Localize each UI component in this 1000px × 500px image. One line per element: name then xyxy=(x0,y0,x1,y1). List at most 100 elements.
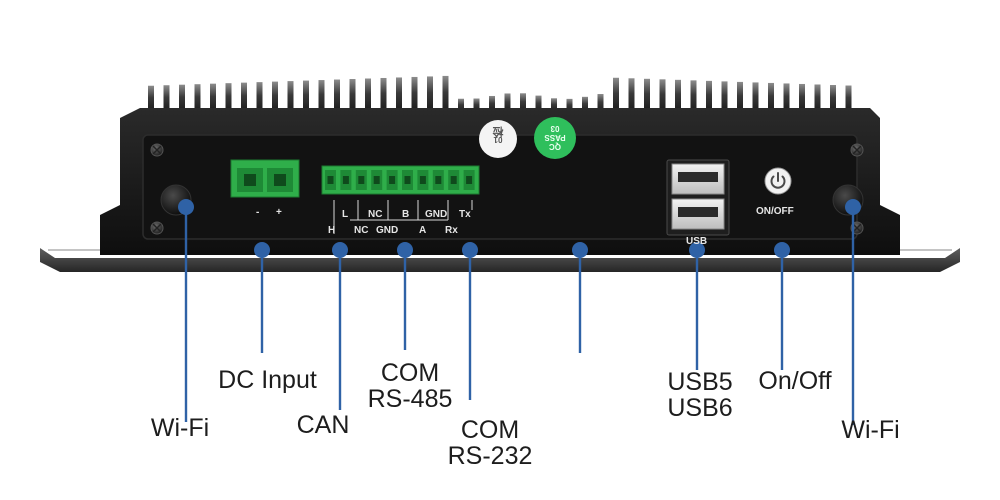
heatsink-fin xyxy=(287,81,294,112)
terminal-pin-hole xyxy=(373,176,380,184)
usb-ports xyxy=(666,159,730,236)
inspection-sticker-text: 01 检 xyxy=(492,125,504,144)
heatsink-fin xyxy=(225,83,232,112)
callout-com-rs232: COM RS-232 xyxy=(447,416,533,470)
terminal-label-rx: Rx xyxy=(445,225,458,236)
terminal-pin-hole xyxy=(358,176,365,184)
power-icon xyxy=(770,175,786,189)
heatsink-fin xyxy=(179,84,185,112)
heatsink-fin xyxy=(148,85,154,112)
panel-screws xyxy=(150,143,864,235)
dc-polarity-plus: + xyxy=(276,207,282,218)
callout-com-rs485: COM RS-485 xyxy=(367,359,453,413)
heatsink-fin xyxy=(210,83,216,112)
serial-terminal-block xyxy=(321,165,480,195)
heatsink-fin xyxy=(272,81,278,112)
callout-dot xyxy=(397,242,413,258)
heatsink-fin xyxy=(334,79,340,112)
callout-dot xyxy=(845,199,861,215)
callout-usb5-usb6: USB5 USB6 xyxy=(667,368,733,422)
heatsink-fin xyxy=(737,81,743,112)
heatsink-fin xyxy=(256,82,263,112)
terminal-label-nc-top: NC xyxy=(368,209,383,220)
screw-slot xyxy=(852,145,862,155)
terminal-pin-hole xyxy=(419,176,426,184)
usb-port-label: USB xyxy=(686,236,708,247)
terminal-pin-separators xyxy=(333,200,473,234)
terminal-pin-hole xyxy=(389,176,396,184)
heatsink-fin xyxy=(799,83,805,112)
terminal-label-l: L xyxy=(342,209,349,220)
heatsink-fin xyxy=(396,77,402,112)
callout-dot xyxy=(178,199,194,215)
callout-on-off: On/Off xyxy=(758,367,832,395)
dc-polarity-minus: - xyxy=(256,207,260,218)
heatsink-fin xyxy=(458,98,464,112)
callout-dot xyxy=(462,242,478,258)
heatsink-fin xyxy=(690,80,697,112)
heatsink-fin xyxy=(163,85,170,112)
callout-dot xyxy=(332,242,348,258)
heatsink-fin xyxy=(349,79,356,112)
mounting-flange xyxy=(40,248,960,272)
heatsink-fin xyxy=(597,94,604,112)
callout-wifi-right: Wi-Fi xyxy=(841,416,900,444)
screw-slot xyxy=(152,145,162,155)
heatsink-fin xyxy=(659,79,666,112)
heatsink-fin xyxy=(504,93,511,112)
dc-input-terminal xyxy=(230,159,300,198)
heatsink-fin xyxy=(582,96,588,112)
heatsink-fin xyxy=(520,93,526,112)
callout-lines xyxy=(178,199,861,425)
heatsink-fin xyxy=(613,77,619,112)
terminal-label-nc-bottom: NC xyxy=(354,225,369,236)
heatsink-fin xyxy=(675,79,681,112)
heatsink-fin xyxy=(427,76,433,112)
inspection-sticker-white xyxy=(479,120,517,158)
terminal-label-gnd-bottom: GND xyxy=(376,225,399,236)
heatsink-fin xyxy=(566,98,573,112)
heatsink-fin xyxy=(830,85,836,112)
heatsink-fin xyxy=(473,98,480,112)
heatsink-fin xyxy=(442,75,449,112)
callout-can: CAN xyxy=(296,411,350,439)
screw-icon xyxy=(150,221,164,235)
terminal-label-tx: Tx xyxy=(459,209,471,220)
callout-dot xyxy=(689,242,705,258)
heatsink-fin xyxy=(318,80,325,112)
callout-dot xyxy=(254,242,270,258)
screw-icon xyxy=(150,143,164,157)
terminal-pin-hole xyxy=(435,176,442,184)
heatsink-fins xyxy=(148,75,852,112)
power-button xyxy=(764,167,792,195)
heatsink-fin xyxy=(644,78,650,112)
screw-slot xyxy=(152,223,162,233)
terminal-label-gnd-top: GND xyxy=(425,209,448,220)
screw-slot xyxy=(852,223,862,233)
callout-dot xyxy=(572,242,588,258)
qc-pass-sticker-text: QC PASS 03 xyxy=(544,124,566,151)
heatsink-fin xyxy=(365,78,371,112)
heatsink-fin xyxy=(380,77,387,112)
heatsink-fin xyxy=(845,85,852,112)
heatsink-fin xyxy=(628,78,635,112)
heatsink-fin xyxy=(814,84,821,112)
heatsink-fin xyxy=(489,95,495,112)
callout-dc-input: DC Input xyxy=(218,366,317,394)
terminal-label-a: A xyxy=(419,225,427,236)
terminal-label-h: H xyxy=(328,225,336,236)
terminal-pin-hole xyxy=(404,176,411,184)
heatsink-fin xyxy=(783,83,790,112)
callout-dot xyxy=(774,242,790,258)
heatsink-fin xyxy=(706,80,712,112)
heatsink-fin xyxy=(768,82,774,112)
terminal-pin-hole xyxy=(450,176,457,184)
heatsink-fin xyxy=(303,80,309,112)
heatsink-fin xyxy=(535,95,542,112)
qc-pass-sticker-green xyxy=(534,117,576,159)
heatsink-fin xyxy=(752,82,759,112)
screw-icon xyxy=(850,143,864,157)
heatsink-fin xyxy=(411,76,418,112)
power-button-label: ON/OFF xyxy=(756,206,794,217)
